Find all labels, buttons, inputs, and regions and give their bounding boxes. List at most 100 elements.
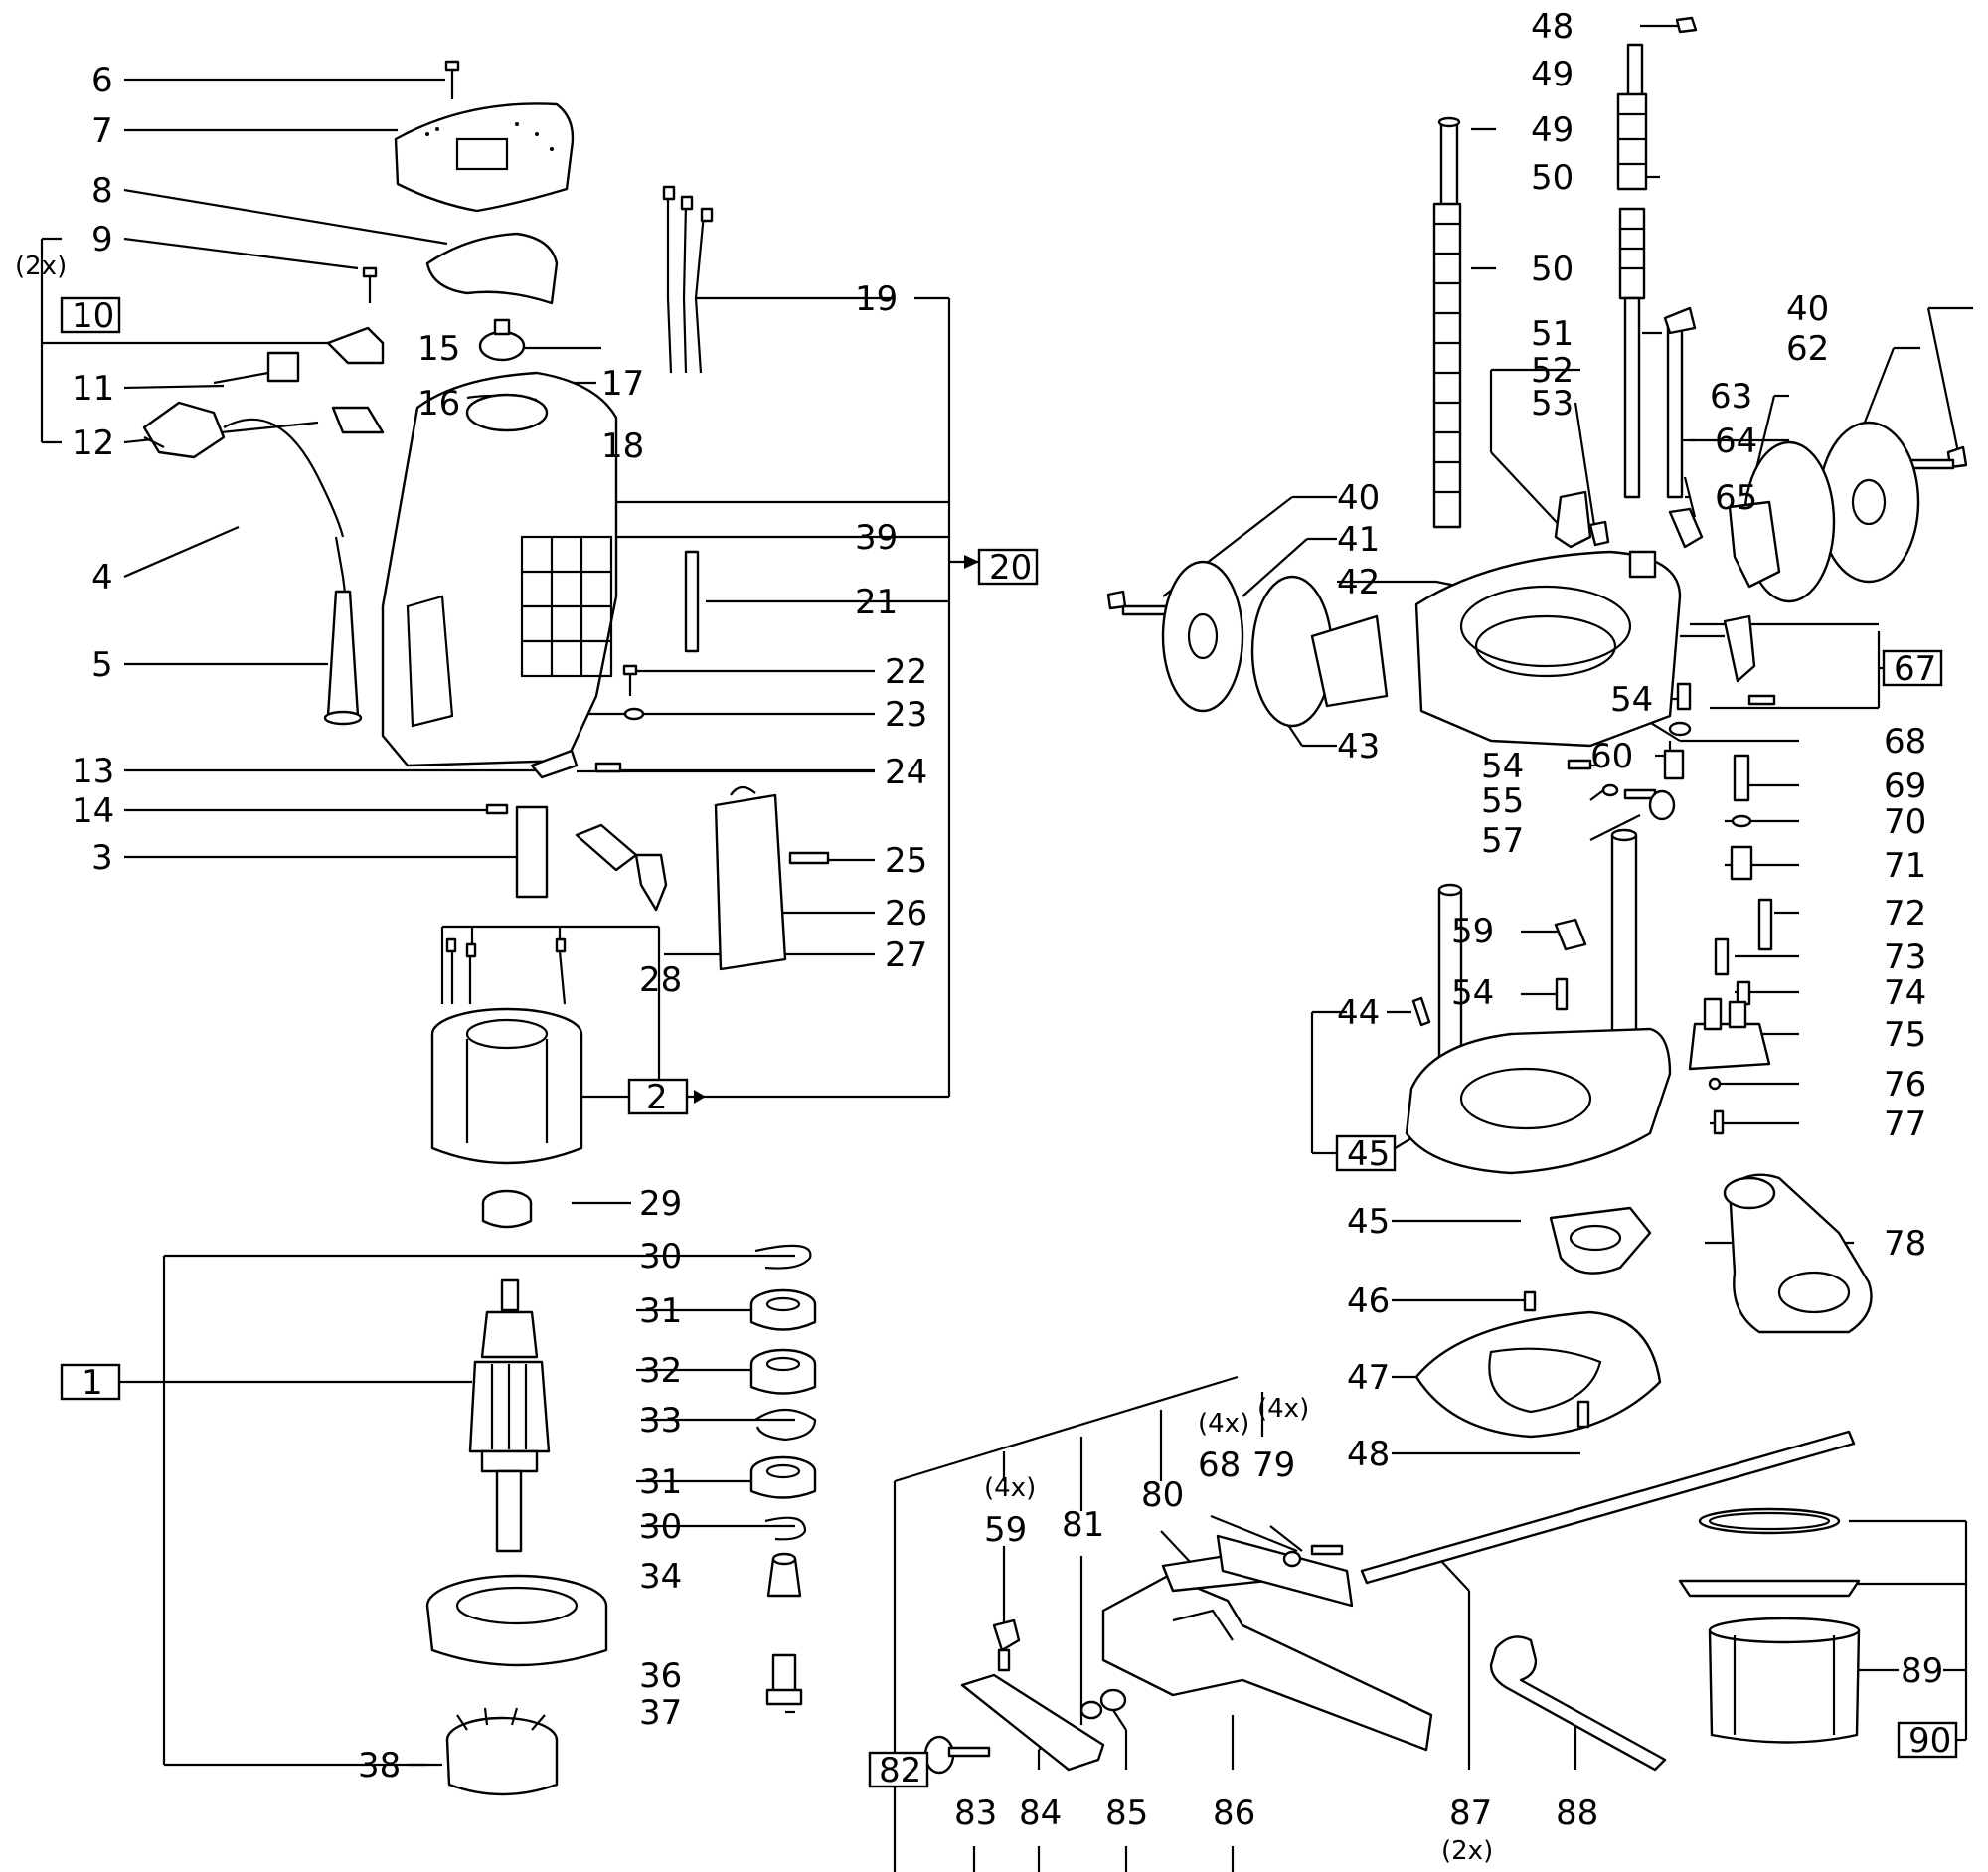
label-1: 1 bbox=[82, 1363, 103, 1403]
part-38-fan bbox=[445, 1707, 559, 1796]
part-2-field-winding bbox=[430, 1007, 583, 1165]
boxed-number-frames bbox=[60, 296, 1958, 1788]
label-38: 38 bbox=[358, 1746, 401, 1786]
part-34-collet bbox=[766, 1552, 802, 1598]
label-qty-4x-c: (4x) bbox=[1257, 1394, 1309, 1424]
part-54-lever bbox=[1554, 490, 1592, 549]
part-4-power-cord bbox=[142, 401, 350, 617]
part-68-ring-bottom bbox=[1282, 1550, 1302, 1568]
label-46: 45 bbox=[1347, 1202, 1390, 1242]
label-90: 90 bbox=[1908, 1721, 1951, 1761]
label-87: 87 bbox=[1449, 1793, 1492, 1833]
label-62: 62 bbox=[1786, 329, 1829, 369]
label-53: 51 bbox=[1531, 314, 1574, 354]
part-41-knob-left bbox=[1161, 560, 1244, 713]
label-8: 8 bbox=[91, 171, 113, 211]
label-29: 29 bbox=[639, 1184, 682, 1224]
part-24-screw bbox=[594, 762, 622, 773]
part-57-screw-a bbox=[1676, 682, 1692, 711]
label-3: 3 bbox=[91, 838, 113, 878]
label-28: 28 bbox=[639, 960, 682, 1000]
part-53-rod bbox=[1618, 207, 1646, 499]
part-76-ball bbox=[1708, 1077, 1722, 1091]
part-69-screw bbox=[1733, 754, 1750, 802]
label-44: 44 bbox=[1337, 993, 1380, 1033]
part-6-screw bbox=[444, 60, 460, 99]
part-80-fence bbox=[1216, 1534, 1354, 1608]
part-45-router-base bbox=[1405, 828, 1672, 1175]
label-67: 67 bbox=[1894, 649, 1936, 689]
label-80: 80 bbox=[1141, 1475, 1184, 1515]
label-75: 75 bbox=[1884, 1015, 1926, 1055]
part-drawings bbox=[142, 16, 1968, 1796]
part-65-clip bbox=[1668, 507, 1704, 549]
label-68-bottom: 68 bbox=[1198, 1446, 1241, 1485]
label-58: 55 bbox=[1481, 781, 1524, 821]
label-5: 5 bbox=[91, 645, 113, 685]
part-14-screw bbox=[485, 803, 509, 815]
label-39: 39 bbox=[855, 518, 898, 558]
label-48: 47 bbox=[1347, 1358, 1390, 1398]
part-77-spring bbox=[1713, 1109, 1725, 1135]
label-18: 18 bbox=[601, 426, 644, 466]
part-12-spring bbox=[331, 406, 385, 434]
part-63-knob bbox=[1728, 440, 1836, 603]
part-57-screw-b bbox=[1567, 759, 1592, 770]
part-33-circlip bbox=[754, 1409, 817, 1442]
label-qty-2x: (2x) bbox=[15, 252, 67, 281]
label-49: 48 bbox=[1347, 1435, 1390, 1474]
label-68: 68 bbox=[1884, 722, 1926, 762]
label-61: 60 bbox=[1590, 737, 1633, 776]
label-13: 13 bbox=[72, 752, 114, 791]
label-25: 25 bbox=[885, 841, 927, 881]
part-3-switch bbox=[515, 805, 549, 899]
label-72: 72 bbox=[1884, 894, 1926, 934]
part-8-plate bbox=[425, 232, 559, 305]
part-30-circlip-top bbox=[754, 1244, 812, 1270]
part-68-ring bbox=[1668, 721, 1692, 737]
label-34: 34 bbox=[639, 1557, 682, 1597]
label-37: 37 bbox=[639, 1693, 682, 1733]
part-19-wires bbox=[662, 185, 714, 374]
part-90-ring-top bbox=[1698, 1507, 1841, 1535]
part-64-rod bbox=[1663, 306, 1697, 499]
label-79: 79 bbox=[1252, 1446, 1295, 1485]
part-67-screw bbox=[1747, 694, 1776, 706]
label-57-a: 54 bbox=[1610, 680, 1653, 720]
label-77: 77 bbox=[1884, 1105, 1926, 1144]
part-49-screw bbox=[1576, 1400, 1590, 1429]
part-36-ring bbox=[425, 1574, 608, 1667]
part-1-armature bbox=[468, 1278, 551, 1553]
part-72-screw bbox=[1757, 898, 1773, 951]
part-44-pin bbox=[1411, 996, 1431, 1027]
label-23: 23 bbox=[885, 695, 927, 735]
label-2: 2 bbox=[646, 1078, 668, 1117]
label-15: 15 bbox=[417, 329, 460, 369]
label-71: 71 bbox=[1884, 846, 1926, 886]
part-15-knob bbox=[478, 318, 526, 362]
label-52-right: 50 bbox=[1531, 158, 1574, 198]
label-57-c: 54 bbox=[1451, 973, 1494, 1013]
label-qty-4x-a: (4x) bbox=[984, 1473, 1036, 1503]
part-78-dust-extraction-hood bbox=[1723, 1173, 1873, 1334]
label-30-top: 30 bbox=[639, 1237, 682, 1276]
label-10: 10 bbox=[72, 296, 114, 336]
part-31-bearing-bottom bbox=[749, 1455, 817, 1499]
part-74-screw bbox=[1736, 980, 1751, 1006]
label-86: 86 bbox=[1213, 1793, 1255, 1833]
label-41: 41 bbox=[1337, 520, 1380, 560]
label-47: 46 bbox=[1347, 1281, 1390, 1321]
part-89-container bbox=[1708, 1617, 1861, 1744]
part-30-circlip-bottom bbox=[764, 1516, 807, 1541]
label-45: 45 bbox=[1347, 1134, 1390, 1174]
part-5-cable-sleeve bbox=[323, 590, 363, 726]
part-71-sleeve bbox=[1730, 845, 1753, 881]
label-17: 17 bbox=[601, 364, 644, 404]
label-6: 6 bbox=[91, 61, 113, 100]
label-52-left: 50 bbox=[1531, 250, 1574, 289]
part-28-connectors bbox=[445, 937, 567, 1005]
label-qty-2x-bottom: (2x) bbox=[1441, 1836, 1493, 1866]
part-10-brush-holder bbox=[326, 326, 385, 365]
label-43: 43 bbox=[1337, 727, 1380, 766]
label-16: 16 bbox=[417, 384, 460, 424]
